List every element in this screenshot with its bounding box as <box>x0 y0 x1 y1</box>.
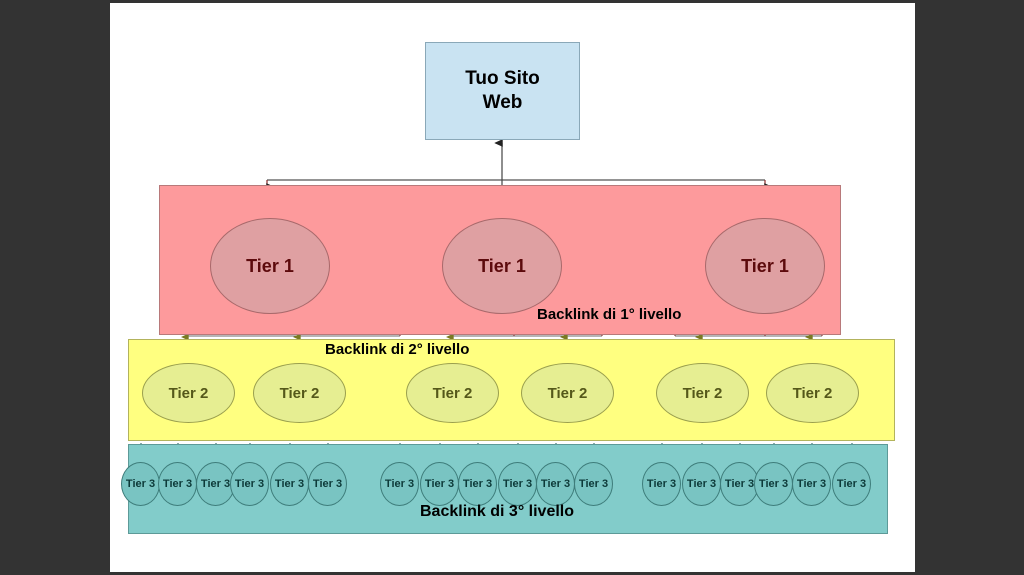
tier3-node-label: Tier 3 <box>462 478 493 490</box>
tier3-node-label: Tier 3 <box>686 478 717 490</box>
tier3-node-label: Tier 3 <box>234 478 265 490</box>
tier3-node-label: Tier 3 <box>162 478 193 490</box>
tier3-node-3[interactable]: Tier 3 <box>196 462 235 506</box>
tier3-node-1[interactable]: Tier 3 <box>121 462 160 506</box>
site-box-line2: Web <box>482 92 523 113</box>
tier3-node-label: Tier 3 <box>646 478 677 490</box>
tier3-node-7[interactable]: Tier 3 <box>380 462 419 506</box>
tier3-node-18[interactable]: Tier 3 <box>832 462 871 506</box>
tier2-node-label: Tier 2 <box>432 384 473 402</box>
tier2-band-label: Backlink di 2° livello <box>325 341 470 358</box>
tier3-node-13[interactable]: Tier 3 <box>642 462 681 506</box>
tier3-node-label: Tier 3 <box>200 478 231 490</box>
tier3-node-2[interactable]: Tier 3 <box>158 462 197 506</box>
tier3-node-label: Tier 3 <box>578 478 609 490</box>
tier3-node-5[interactable]: Tier 3 <box>270 462 309 506</box>
tier3-node-11[interactable]: Tier 3 <box>536 462 575 506</box>
tier3-node-4[interactable]: Tier 3 <box>230 462 269 506</box>
tier3-node-12[interactable]: Tier 3 <box>574 462 613 506</box>
tier1-band-label: Backlink di 1° livello <box>537 306 682 323</box>
tier3-node-label: Tier 3 <box>758 478 789 490</box>
tier3-node-6[interactable]: Tier 3 <box>308 462 347 506</box>
tier2-node-4[interactable]: Tier 2 <box>521 363 614 423</box>
tier1-node-2[interactable]: Tier 1 <box>442 218 562 314</box>
tier2-node-label: Tier 2 <box>792 384 833 402</box>
tier2-node-3[interactable]: Tier 2 <box>406 363 499 423</box>
tier1-node-label: Tier 1 <box>478 255 526 276</box>
tier2-node-label: Tier 2 <box>168 384 209 402</box>
tier3-node-10[interactable]: Tier 3 <box>498 462 537 506</box>
tier1-node-1[interactable]: Tier 1 <box>210 218 330 314</box>
tier2-node-6[interactable]: Tier 2 <box>766 363 859 423</box>
tier3-node-14[interactable]: Tier 3 <box>682 462 721 506</box>
tier3-band-label: Backlink di 3° livello <box>420 503 575 520</box>
tier2-node-label: Tier 2 <box>279 384 320 402</box>
tier2-node-label: Tier 2 <box>682 384 723 402</box>
tier3-node-label: Tier 3 <box>274 478 305 490</box>
tier3-node-label: Tier 3 <box>384 478 415 490</box>
tier2-node-5[interactable]: Tier 2 <box>656 363 749 423</box>
tier3-node-label: Tier 3 <box>724 478 755 490</box>
tier2-node-1[interactable]: Tier 2 <box>142 363 235 423</box>
tier3-node-9[interactable]: Tier 3 <box>458 462 497 506</box>
site-box-line1: Tuo Sito <box>465 68 540 90</box>
tier3-node-label: Tier 3 <box>836 478 867 490</box>
tier1-node-label: Tier 1 <box>741 255 789 276</box>
tier3-node-8[interactable]: Tier 3 <box>420 462 459 506</box>
tier1-node-label: Tier 1 <box>246 255 294 276</box>
site-box[interactable]: Tuo Sito Web <box>425 42 580 140</box>
tier3-node-16[interactable]: Tier 3 <box>754 462 793 506</box>
tier3-node-17[interactable]: Tier 3 <box>792 462 831 506</box>
tier3-node-label: Tier 3 <box>502 478 533 490</box>
tier3-node-label: Tier 3 <box>424 478 455 490</box>
tier3-node-label: Tier 3 <box>125 478 156 490</box>
tier1-node-3[interactable]: Tier 1 <box>705 218 825 314</box>
tier2-node-2[interactable]: Tier 2 <box>253 363 346 423</box>
diagram-canvas: Tuo Sito Web Tier 1 Tier 1 Tier 1 Tier 2… <box>110 3 915 572</box>
tier2-node-label: Tier 2 <box>547 384 588 402</box>
tier3-node-label: Tier 3 <box>540 478 571 490</box>
tier3-node-label: Tier 3 <box>796 478 827 490</box>
tier3-node-label: Tier 3 <box>312 478 343 490</box>
